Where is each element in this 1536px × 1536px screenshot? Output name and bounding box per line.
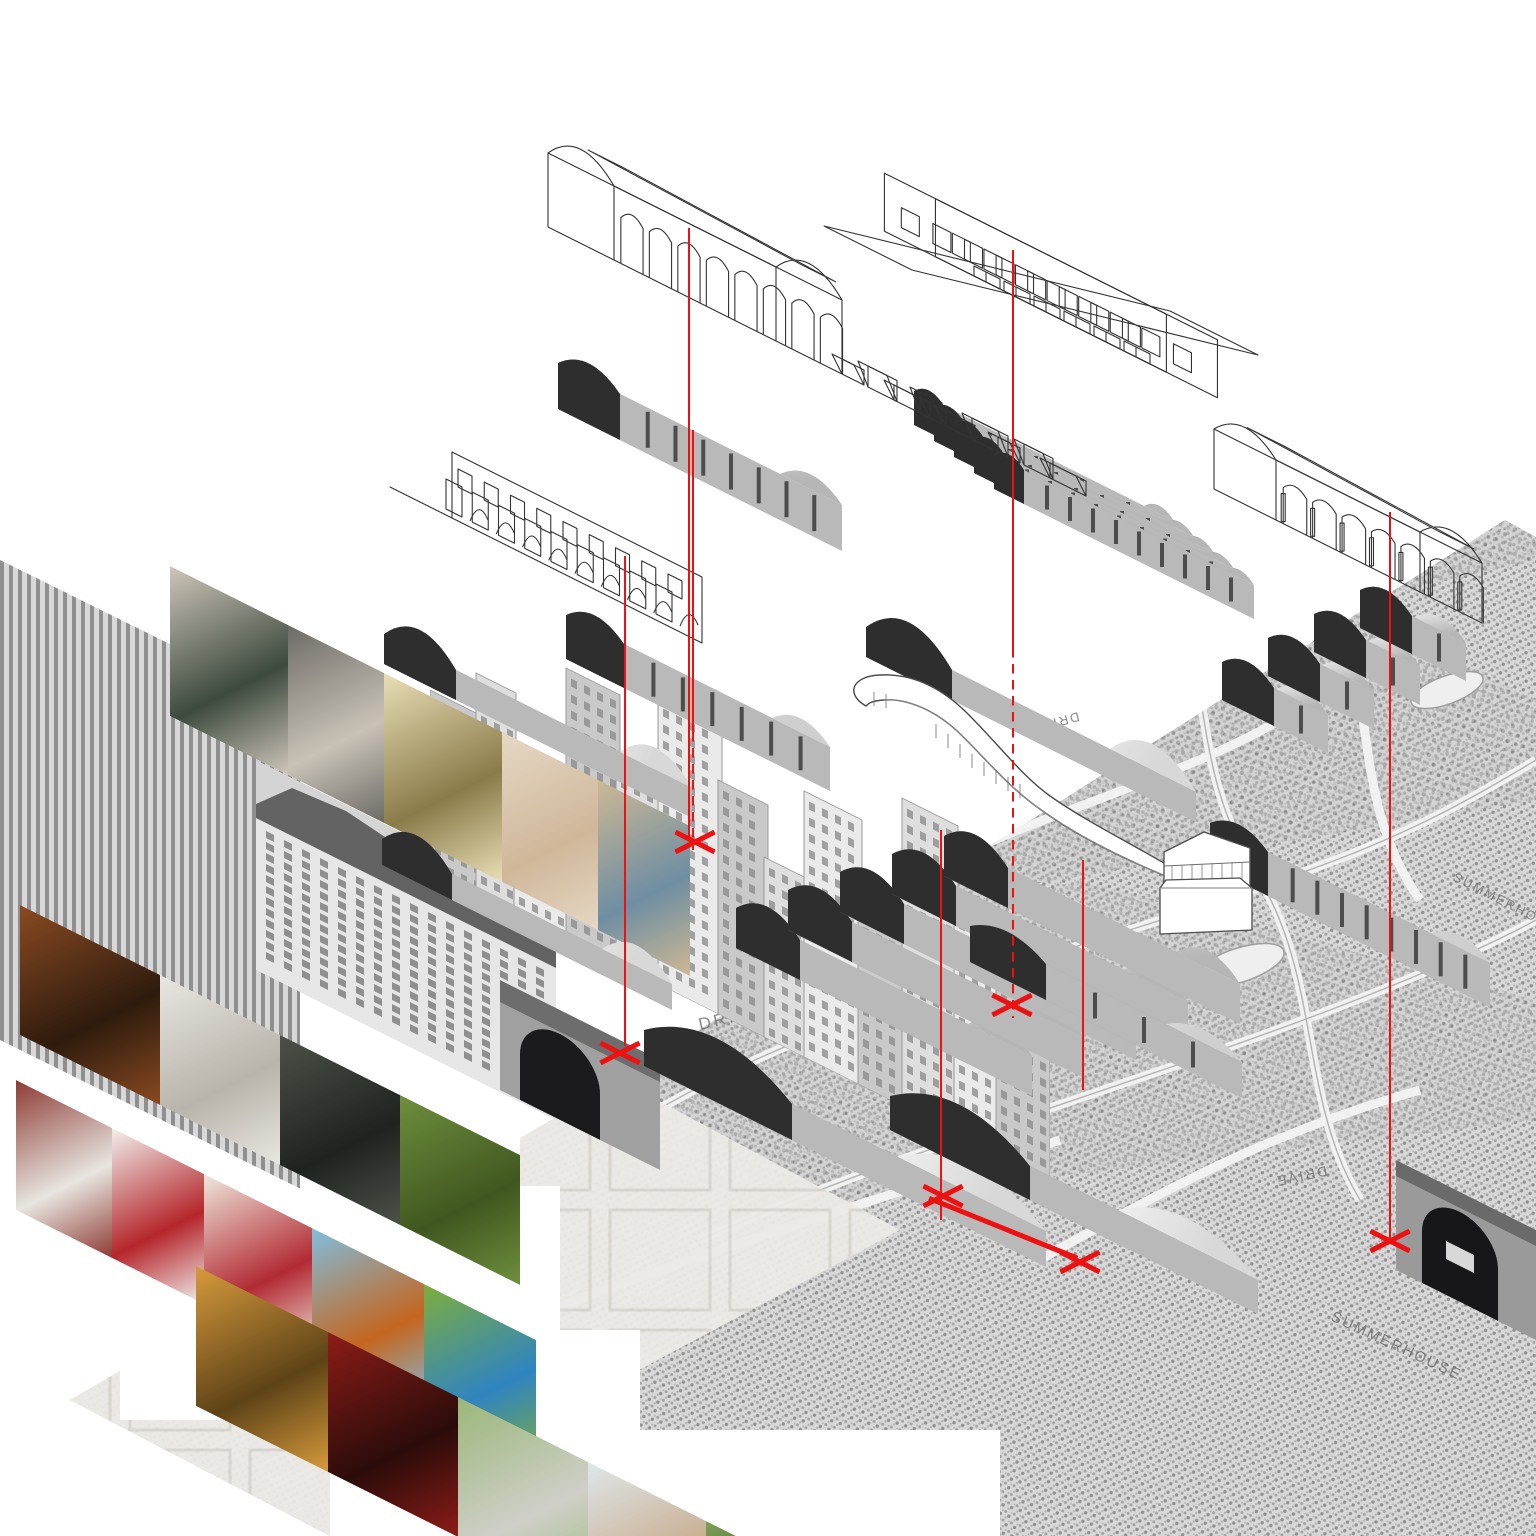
axis-01 xyxy=(688,228,691,838)
wireframe-linear-market-hall-plan xyxy=(823,172,1259,399)
x-marker-c xyxy=(990,983,1034,1027)
tube-vault-long-west xyxy=(384,626,692,818)
x-marker-f xyxy=(1368,1219,1412,1263)
axis-04-solid xyxy=(692,430,695,733)
axis-07 xyxy=(1012,648,1015,1018)
x-marker-a xyxy=(673,820,717,864)
fan-vault-central-bay-2 xyxy=(788,885,1084,1078)
hall-vault-south-east xyxy=(890,1093,1258,1314)
small-vault-row-north-east-4 xyxy=(1360,586,1466,681)
wireframe-furniture-chain xyxy=(831,353,1087,497)
small-vault-row-north-east-1 xyxy=(1222,658,1328,753)
tube-vault-short-west xyxy=(382,831,672,1010)
fan-vault-central-bay-1 xyxy=(736,903,1032,1096)
small-vault-row-north-east-3 xyxy=(1314,610,1420,705)
axis-05 xyxy=(1389,512,1392,1242)
ridge-bar-east xyxy=(970,925,1242,1098)
vault-bar-upper-left xyxy=(558,359,842,551)
wireframe-barrel-vault-arcade-interior xyxy=(547,145,844,375)
axis-04-dashed xyxy=(692,732,695,850)
summerhouse-pavilion xyxy=(1159,831,1253,935)
vault-bar-mid-left xyxy=(566,611,830,791)
small-vault-row-north-east-2 xyxy=(1268,634,1374,729)
x-marker-e xyxy=(1058,1240,1102,1284)
diagonal-alignment-slash xyxy=(928,1196,1079,1261)
x-marker-b xyxy=(598,1031,642,1075)
axis-06 xyxy=(940,830,943,1220)
axis-02 xyxy=(1012,250,1015,650)
fan-vault-central-bay-5 xyxy=(944,831,1240,1024)
plaza-hotel-photo xyxy=(256,760,556,1120)
axis-03 xyxy=(624,556,627,1046)
axis-08 xyxy=(1082,860,1085,1090)
vault-cluster-top-right-bar-5 xyxy=(994,452,1254,619)
wireframe-arcade-pavilion-loggia xyxy=(1213,423,1484,624)
tunnel-portal-bw-photo xyxy=(1396,1160,1536,1345)
